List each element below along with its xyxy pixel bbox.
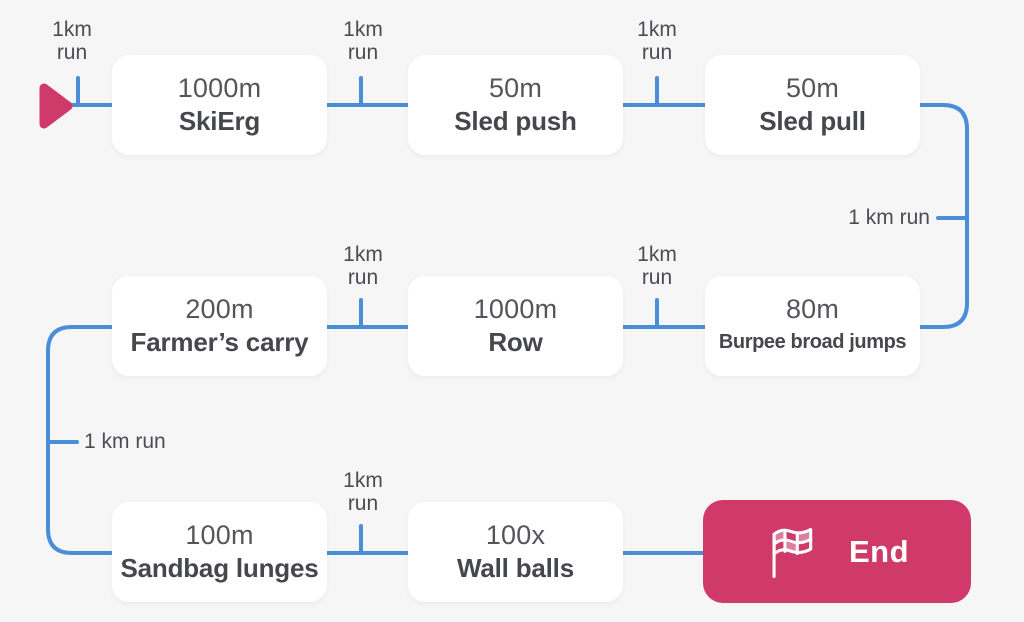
run-label-before-sled-push: 1km run xyxy=(318,18,408,64)
station-wall-balls: 100x Wall balls xyxy=(408,502,623,602)
station-value: 50m xyxy=(488,73,543,103)
start-marker-icon xyxy=(39,83,73,129)
run-label-line1: 1km xyxy=(637,243,677,266)
run-label-before-wall-balls: 1km run xyxy=(318,469,408,515)
run-label-before-burpee-broad-jumps: 1 km run xyxy=(848,206,930,229)
run-label-before-sandbag-lunges: 1 km run xyxy=(84,430,166,453)
station-sled-pull: 50m Sled pull xyxy=(705,55,920,155)
station-skierg: 1000m SkiErg xyxy=(112,55,327,155)
station-farmers-carry: 200m Farmer’s carry xyxy=(112,276,327,376)
run-label-before-row: 1km run xyxy=(612,243,702,289)
run-label-line2: run xyxy=(347,492,379,515)
run-label-before-sled-pull: 1km run xyxy=(612,18,702,64)
station-value: 100m xyxy=(185,520,254,550)
station-value: 200m xyxy=(185,294,254,324)
station-name: Sled pull xyxy=(759,106,866,136)
station-value: 50m xyxy=(785,73,840,103)
run-label-line2: run xyxy=(641,41,673,64)
station-name: Row xyxy=(488,327,543,357)
station-name: Sandbag lunges xyxy=(120,553,319,583)
run-label-line2: run xyxy=(56,41,88,64)
checkered-flag-icon xyxy=(772,527,813,578)
station-name: Farmer’s carry xyxy=(130,327,309,357)
station-value: 1000m xyxy=(177,73,262,103)
station-row: 1000m Row xyxy=(408,276,623,376)
run-label-line1: 1km xyxy=(52,18,92,41)
run-label-line1: 1km xyxy=(343,243,383,266)
run-label-line1: 1km xyxy=(343,18,383,41)
station-value: 1000m xyxy=(473,294,558,324)
run-label-before-skierg: 1km run xyxy=(27,18,117,64)
station-sandbag-lunges: 100m Sandbag lunges xyxy=(112,502,327,602)
station-name: SkiErg xyxy=(178,106,261,136)
run-label-before-farmers-carry: 1km run xyxy=(318,243,408,289)
end-box: End xyxy=(703,500,971,603)
run-tick-marks xyxy=(46,76,969,555)
run-label-line2: run xyxy=(347,41,379,64)
station-value: 80m xyxy=(785,294,840,324)
end-label: End xyxy=(848,533,910,569)
station-value: 100x xyxy=(485,520,546,550)
station-name: Burpee broad jumps xyxy=(718,331,907,353)
station-sled-push: 50m Sled push xyxy=(408,55,623,155)
run-label-line1: 1km xyxy=(343,469,383,492)
run-label-line2: run xyxy=(347,266,379,289)
run-label-line1: 1km xyxy=(637,18,677,41)
run-label-line2: run xyxy=(641,266,673,289)
station-burpee-broad-jumps: 80m Burpee broad jumps xyxy=(705,276,920,376)
station-name: Sled push xyxy=(454,106,577,136)
station-name: Wall balls xyxy=(457,553,574,583)
